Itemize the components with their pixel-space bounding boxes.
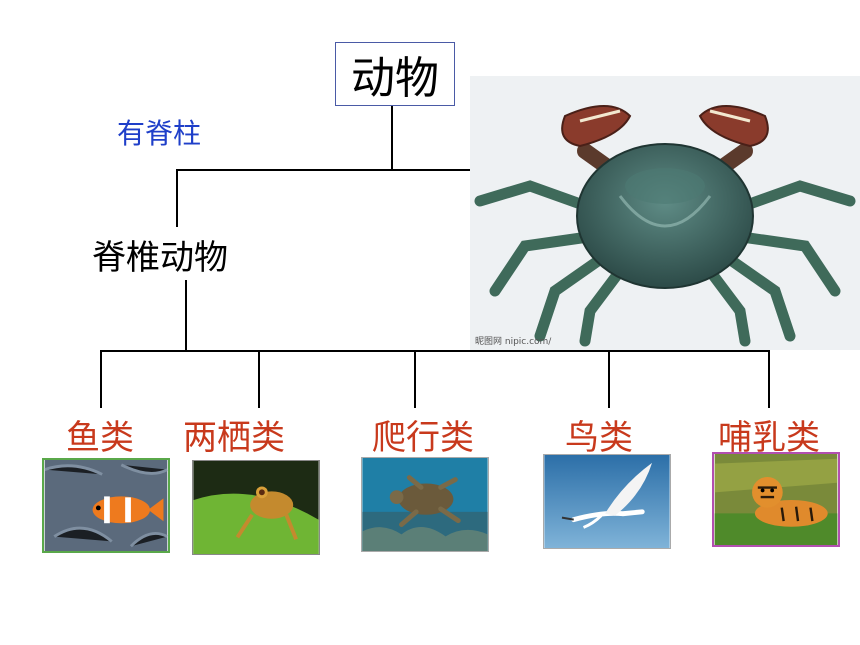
branch-label-spine: 有脊柱: [117, 117, 202, 150]
class-label-fish: 鱼类: [66, 418, 134, 458]
root-stem-line: [391, 106, 393, 170]
class-label-mammals: 哺乳类: [718, 418, 820, 458]
class-label-birds: 鸟类: [565, 418, 633, 458]
crab-illustration: 昵图网 nipic.com/: [470, 76, 860, 350]
drop-line-mammal: [768, 350, 770, 408]
drop-line-bird: [608, 350, 610, 408]
sea-turtle-photo: [361, 457, 489, 552]
tree-frog-photo: [192, 460, 320, 555]
watermark-text: 昵图网 nipic.com/: [475, 336, 552, 347]
class-label-amphibians: 两栖类: [183, 418, 285, 458]
tiger-photo: [712, 452, 840, 547]
classes-horizontal-line: [100, 350, 770, 352]
vertebrate-drop-line: [176, 169, 178, 227]
drop-line-amphibian: [258, 350, 260, 408]
clownfish-photo: [42, 458, 170, 553]
root-node-animals: 动物: [335, 42, 455, 106]
class-label-reptiles: 爬行类: [372, 418, 474, 458]
drop-line-fish: [100, 350, 102, 408]
drop-line-reptile: [414, 350, 416, 408]
vertebrate-stem-line: [185, 280, 187, 351]
bird-photo: [543, 454, 671, 549]
level1-horizontal-line: [176, 169, 472, 171]
crab-photo: 昵图网 nipic.com/: [470, 76, 860, 350]
node-vertebrates: 脊椎动物: [92, 238, 228, 278]
